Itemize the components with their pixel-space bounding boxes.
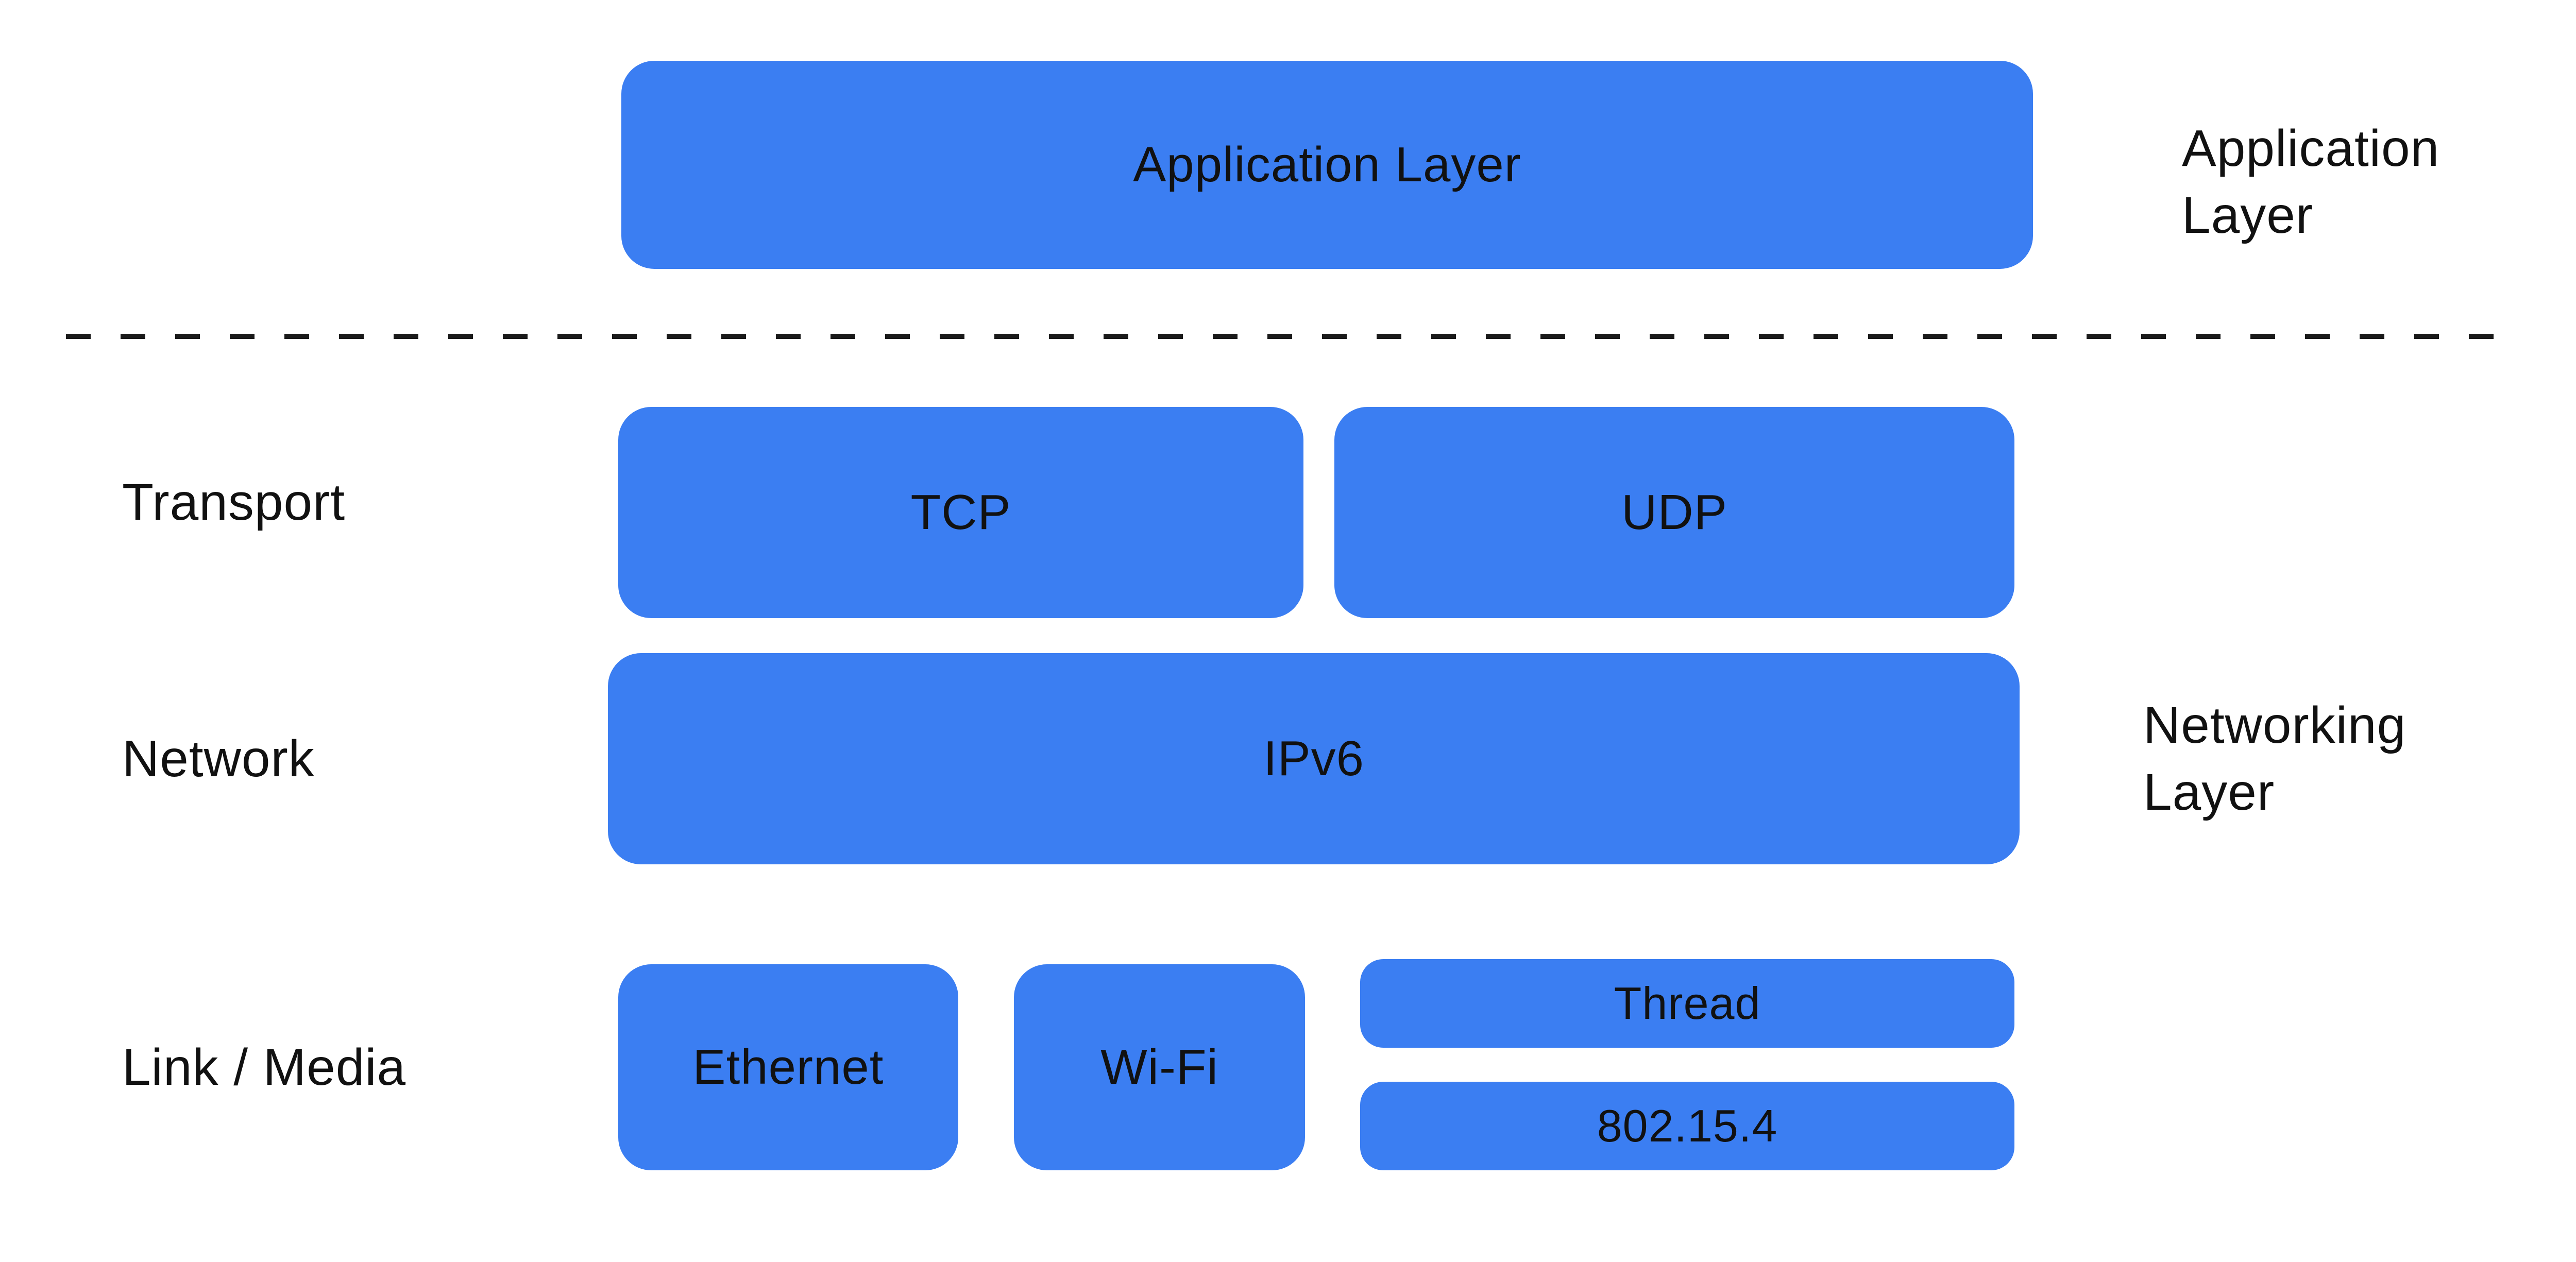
ieee-802-15-4-box: 802.15.4 (1360, 1082, 2014, 1170)
udp-box-label: UDP (1621, 485, 1727, 540)
network-row-label: Network (122, 730, 315, 788)
tcp-box-label: TCP (910, 485, 1011, 540)
transport-row-label: Transport (122, 473, 346, 531)
thread-box: Thread (1360, 959, 2014, 1048)
ethernet-box: Ethernet (618, 964, 958, 1170)
udp-box: UDP (1334, 407, 2014, 618)
link-media-row-label: Link / Media (122, 1038, 406, 1096)
wifi-box: Wi-Fi (1014, 964, 1305, 1170)
ipv6-box: IPv6 (608, 653, 2020, 864)
networking-layer-group-label: Networking Layer (2143, 696, 2406, 821)
application-layer-box: Application Layer (621, 61, 2033, 269)
tcp-box: TCP (618, 407, 1303, 618)
wifi-box-label: Wi-Fi (1100, 1039, 1218, 1095)
ieee-802-15-4-box-label: 802.15.4 (1597, 1100, 1778, 1151)
layer-separator-dashed-line (66, 334, 2510, 339)
application-layer-box-label: Application Layer (1133, 137, 1521, 192)
application-layer-group-label: Application Layer (2182, 120, 2440, 244)
thread-box-label: Thread (1614, 978, 1761, 1029)
ethernet-box-label: Ethernet (692, 1039, 884, 1095)
ipv6-box-label: IPv6 (1263, 731, 1365, 786)
